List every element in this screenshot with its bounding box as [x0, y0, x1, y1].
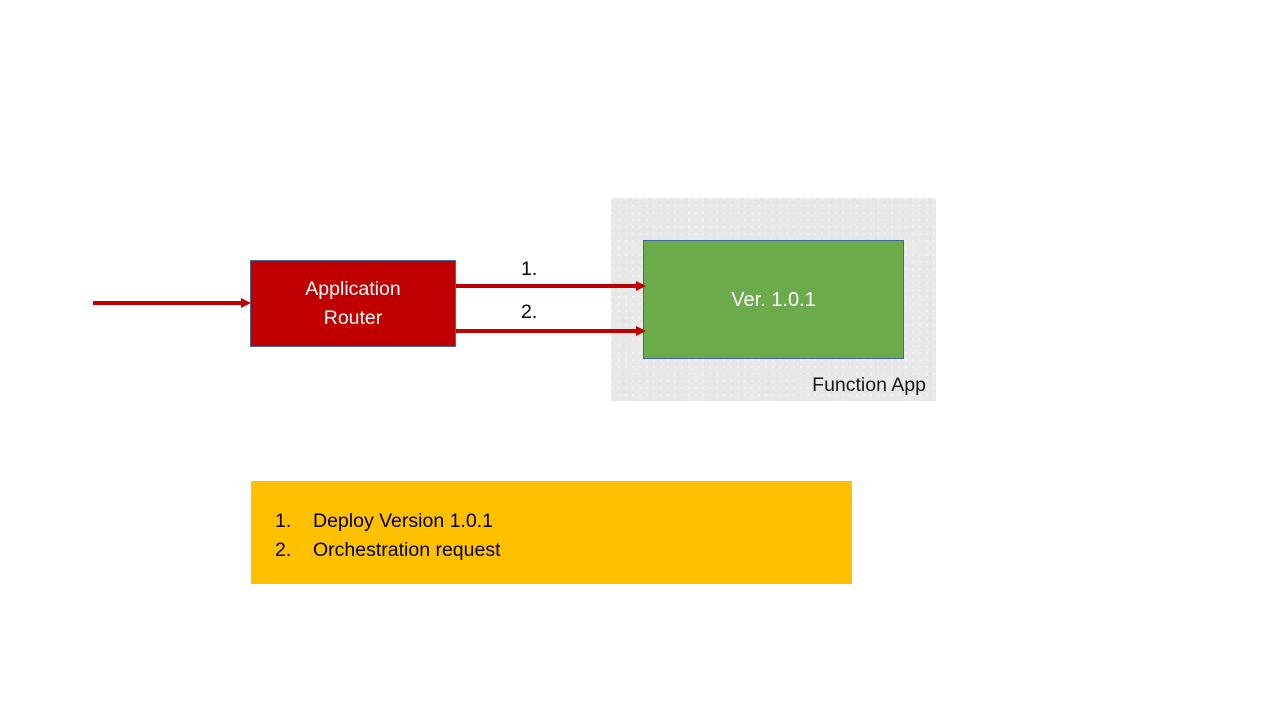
arrow-step-number-1: 1.	[521, 258, 538, 280]
legend-item-number: 2.	[275, 539, 292, 562]
version-box-label: Ver. 1.0.1	[731, 288, 816, 311]
legend-item-text: Deploy Version 1.0.1	[313, 510, 493, 532]
legend-box: 1. Deploy Version 1.0.1 2. Orchestration…	[251, 481, 852, 584]
orchestration-request-arrow	[456, 326, 646, 336]
arrow-shaft	[456, 284, 637, 288]
legend-item: 2. Orchestration request	[275, 536, 852, 565]
legend-item-number: 1.	[275, 510, 292, 532]
function-app-label: Function App	[812, 373, 926, 396]
version-box[interactable]: Ver. 1.0.1	[643, 240, 904, 359]
arrow-shaft	[93, 301, 242, 305]
arrow-step-number-2: 2.	[521, 301, 538, 323]
application-router-box[interactable]: Application Router	[250, 260, 456, 347]
inbound-request-arrow	[93, 298, 251, 308]
legend-item-text: Orchestration request	[313, 539, 501, 562]
application-router-label-line2: Router	[323, 306, 383, 329]
deploy-version-arrow	[456, 281, 646, 291]
arrow-head-icon	[636, 281, 646, 291]
application-router-label-line1: Application	[305, 277, 401, 300]
arrow-head-icon	[636, 326, 646, 336]
arrow-shaft	[456, 329, 637, 333]
arrow-head-icon	[241, 298, 251, 308]
legend-item: 1. Deploy Version 1.0.1	[275, 507, 852, 536]
